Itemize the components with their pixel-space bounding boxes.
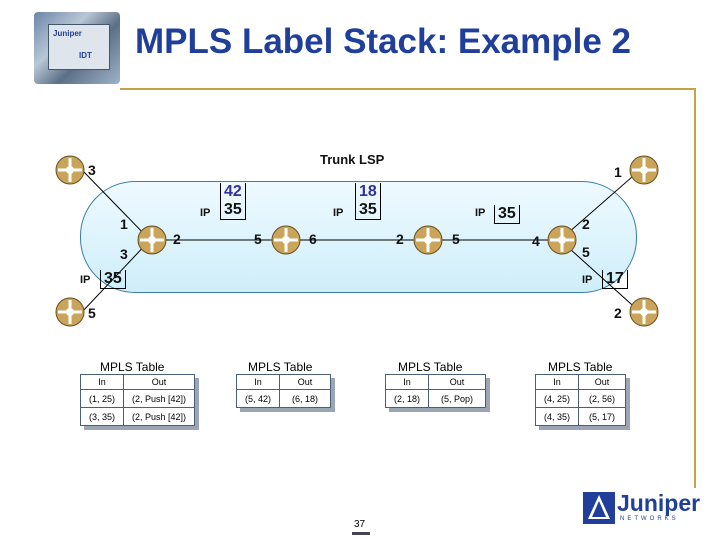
label-stack-3: 35	[494, 205, 520, 224]
port-label: 2	[614, 305, 622, 321]
column-out: Out	[123, 374, 195, 390]
column-out: Out	[578, 374, 626, 390]
juniper-tree-icon	[583, 492, 615, 524]
port-label: 6	[309, 231, 317, 247]
port-label: 5	[254, 231, 262, 247]
mpls-table-title: MPLS Table	[398, 360, 463, 374]
stack-3-label: 35	[498, 205, 516, 222]
column-in: In	[236, 374, 280, 390]
stack-2-inner-label: 35	[359, 201, 377, 218]
column-out: Out	[279, 374, 331, 390]
port-label: 5	[88, 305, 96, 321]
left-packet-value: 35	[104, 270, 122, 287]
ip-label: IP	[80, 274, 91, 286]
port-label: 5	[452, 231, 460, 247]
router-icon	[271, 225, 301, 255]
port-label: 2	[582, 216, 590, 232]
router-icon	[55, 155, 85, 185]
right-packet-value: 17	[606, 270, 624, 287]
right-packet-label: 17	[602, 270, 628, 289]
trunk-lsp-tunnel	[80, 181, 637, 293]
page-number-underline	[352, 532, 370, 535]
ip-label: IP	[582, 274, 593, 286]
column-out: Out	[428, 374, 486, 390]
column-in: In	[535, 374, 579, 390]
table-row: (4, 35)(5, 17)	[535, 407, 626, 426]
juniper-wordmark: Juniper	[617, 490, 701, 516]
port-label: 1	[614, 164, 622, 180]
page-number: 37	[354, 519, 366, 530]
table-row: (2, 18)(5, Pop)	[385, 389, 486, 408]
left-packet-label: 35	[100, 270, 126, 289]
port-label: 2	[173, 231, 181, 247]
router-icon	[629, 155, 659, 185]
trunk-lsp-label: Trunk LSP	[320, 152, 385, 167]
mpls-table-title: MPLS Table	[100, 360, 165, 374]
table-row: (4, 25)(2, 56)	[535, 389, 626, 408]
right-rule	[694, 88, 696, 488]
port-label: 5	[582, 244, 590, 260]
port-label: 2	[396, 231, 404, 247]
column-in: In	[385, 374, 429, 390]
port-label: 3	[88, 162, 96, 178]
label-stack-2: 18 35	[355, 183, 381, 220]
juniper-tagline: NETWORKS	[620, 516, 679, 522]
header-rule	[120, 88, 695, 90]
port-label: 3	[120, 246, 128, 262]
mpls-table-title: MPLS Table	[548, 360, 613, 374]
table-row: (5, 42)(6, 18)	[236, 389, 331, 408]
router-icon	[629, 297, 659, 327]
stack-1-outer-label: 42	[224, 183, 242, 200]
ip-label: IP	[200, 207, 211, 219]
router-icon	[55, 297, 85, 327]
stack-1-inner-label: 35	[224, 201, 242, 218]
table-row: (3, 35)(2, Push [42])	[80, 407, 195, 426]
stack-2-outer-label: 18	[359, 183, 377, 200]
port-label: 1	[120, 216, 128, 232]
router-icon	[547, 225, 577, 255]
ip-label: IP	[475, 207, 486, 219]
port-label: 4	[532, 233, 540, 249]
label-stack-1: 42 35	[220, 183, 246, 220]
table-row: (1, 25)(2, Push [42])	[80, 389, 195, 408]
router-icon	[137, 225, 167, 255]
ip-label: IP	[333, 207, 344, 219]
mpls-table-title: MPLS Table	[248, 360, 313, 374]
slide-title: MPLS Label Stack: Example 2	[135, 22, 632, 61]
column-in: In	[80, 374, 124, 390]
router-icon	[413, 225, 443, 255]
